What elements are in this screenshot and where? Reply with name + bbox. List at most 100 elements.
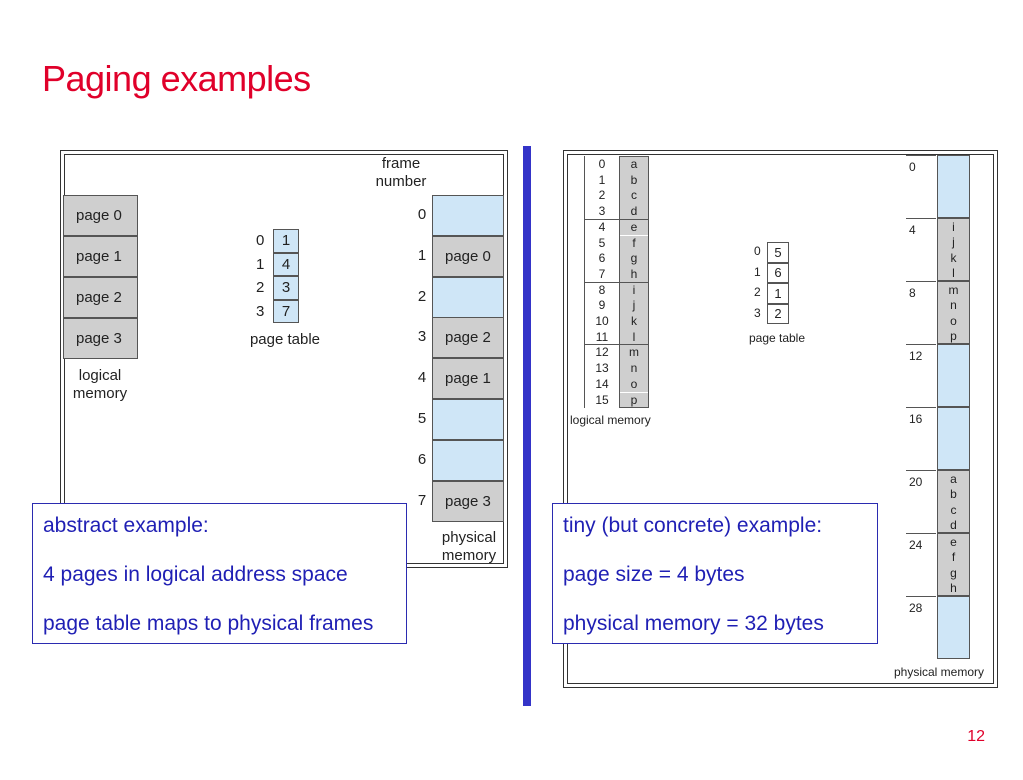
logical-page: page 2 [63,277,138,318]
physical-address: 24 [909,538,923,552]
logical-byte: g [619,251,649,267]
physical-frame-filled [937,281,970,344]
logical-byte: n [619,361,649,377]
logical-address: 6 [598,251,606,266]
page-table-frame: 1 [273,229,299,253]
logical-address: 7 [598,266,606,281]
frame-separator [906,533,936,534]
physical-byte: a [950,472,957,486]
logical-address: 8 [598,282,606,297]
physical-byte: c [950,502,957,517]
page-table-index: 0 [754,244,761,258]
physical-byte: m [948,283,959,297]
physical-frame-empty [432,399,504,440]
logical-address: 10 [595,314,609,328]
abstract-example-callout: abstract example: 4 pages in logical add… [32,503,407,644]
logical-page-separator [584,344,649,346]
logical-address: 0 [598,157,606,171]
logical-byte: f [619,235,649,251]
frame-number: 1 [417,246,427,264]
physical-address: 8 [909,286,916,300]
frame-number: 6 [417,450,427,468]
logical-address: 11 [595,329,609,344]
physical-frame-empty [432,439,504,481]
physical-byte: h [950,580,957,595]
frame-number: 5 [417,410,427,427]
page-table-index: 2 [754,285,761,299]
logical-byte: c [619,188,649,204]
logical-address: 9 [598,298,606,313]
frame-number: 2 [417,287,427,305]
right-physical-memory-label: physical memory [893,665,985,679]
logical-memory-label: logical memory [72,367,128,402]
physical-address: 0 [909,160,916,174]
physical-byte: p [950,328,957,343]
physical-address: 12 [909,349,923,363]
physical-frame: page 1 [432,358,504,400]
callout-line: page size = 4 bytes [563,563,745,586]
page-table-frame: 5 [767,242,789,263]
logical-address: 2 [598,188,606,203]
physical-byte: k [950,250,957,265]
vertical-divider [523,146,531,706]
page-table-frame: 2 [767,303,789,324]
callout-line: 4 pages in logical address space [43,563,348,586]
physical-byte: e [950,535,957,549]
logical-address: 5 [598,235,606,250]
callout-line: physical memory = 32 bytes [563,612,824,635]
page-table-index: 1 [256,255,265,273]
frame-separator [906,281,936,282]
physical-frame-empty [937,407,970,470]
logical-address: 12 [595,345,609,360]
physical-byte: f [951,550,956,565]
physical-address: 20 [909,475,923,489]
physical-byte: g [950,565,957,580]
frame-number: 3 [417,328,427,346]
physical-byte: o [950,313,957,328]
page-table-index: 0 [256,232,265,249]
logical-page: page 1 [63,236,138,277]
page-table-frame: 1 [767,283,789,304]
page-table-index: 1 [754,264,761,279]
logical-byte: o [619,376,649,393]
frame-number: 0 [417,206,427,223]
callout-line: abstract example: [43,514,209,537]
callout-line: tiny (but concrete) example: [563,514,823,537]
frame-separator [906,596,936,597]
logical-byte: d [619,204,649,220]
concrete-diagram-frame [563,150,998,688]
physical-frame-filled [937,470,970,533]
frame-number: 7 [417,491,427,509]
logical-page: page 0 [63,195,138,236]
left-page-table-label: page table [249,331,321,348]
physical-byte: l [952,265,955,280]
physical-frame-empty [937,344,970,407]
logical-page: page 3 [63,318,138,359]
page-number: 12 [967,728,985,745]
physical-address: 4 [909,223,916,237]
physical-address: 16 [909,412,923,426]
physical-byte: b [950,487,957,502]
logical-byte: e [619,219,649,236]
physical-frame-empty [432,195,504,236]
page-table-index: 2 [256,279,265,296]
right-page-table-label: page table [748,331,806,345]
logical-byte: i [619,282,649,299]
logical-byte: a [619,157,649,173]
logical-address: 13 [595,361,609,376]
physical-frame-filled [937,533,970,596]
physical-byte: n [950,298,957,313]
logical-address: 15 [595,392,609,407]
frame-separator [906,470,936,471]
physical-frame-filled [937,218,970,281]
frame-separator [906,344,936,345]
page-table-frame: 6 [767,262,789,283]
physical-frame: page 0 [432,235,504,277]
page-table-index: 3 [256,302,265,320]
page-table-frame: 3 [273,276,299,300]
logical-page-separator [584,218,649,220]
logical-byte: b [619,172,649,189]
slide-title: Paging examples [42,58,311,99]
frame-separator [906,155,936,156]
logical-byte: m [619,345,649,361]
